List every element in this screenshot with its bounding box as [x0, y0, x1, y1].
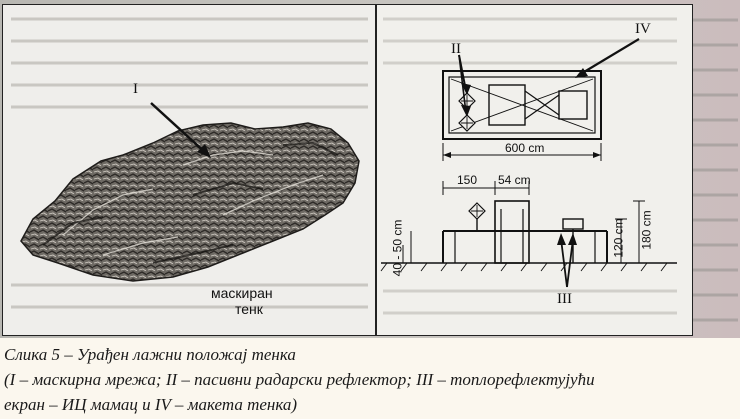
dimension-offset: 150 [457, 173, 478, 187]
caption-legend-line-1: (I – маскирна мрежа; II – пасивни радарс… [4, 370, 595, 389]
camouflaged-tank-photo: I маскиран тенк [2, 4, 376, 336]
decoy-layout-diagram: II IV III 600 cm 150 54 cm 40 - 50 cm 12… [376, 4, 693, 336]
dimension-length: 600 cm [505, 141, 545, 155]
camouflage-net-image [11, 17, 368, 309]
label-III: III [557, 291, 572, 307]
heat-screen-elevation [562, 218, 584, 230]
caption-title: Слика 5 – Урађен лажни положај тенка [4, 345, 296, 364]
dimension-height-a: 40 - 50 cm [390, 219, 405, 277]
decoy-diagram-drawing [380, 17, 677, 315]
figure-caption: Слика 5 – Урађен лажни положај тенка (I … [0, 338, 740, 419]
label-I-arrow [150, 102, 209, 156]
tank-model-elevation [494, 200, 530, 264]
camouflaged-mound [20, 122, 360, 282]
label-II: II [451, 41, 461, 57]
background-text-lines [692, 18, 738, 322]
plan-outer-frame [442, 70, 602, 140]
figure-panel: I маскиран тенк [0, 0, 740, 338]
label-IV: IV [635, 21, 651, 37]
photo-caption-line-2: тенк [235, 301, 263, 317]
label-I: I [133, 81, 138, 97]
dimension-width: 54 cm [498, 173, 531, 187]
caption-legend-line-2: екран – ИЦ мамац и IV – макета тенка) [4, 395, 298, 414]
dimension-height-b: 120 cm [611, 218, 626, 258]
photo-caption-line-1: маскиран [211, 285, 273, 301]
tank-model-plan [488, 84, 526, 126]
dimension-height-c: 180 cm [639, 210, 654, 250]
